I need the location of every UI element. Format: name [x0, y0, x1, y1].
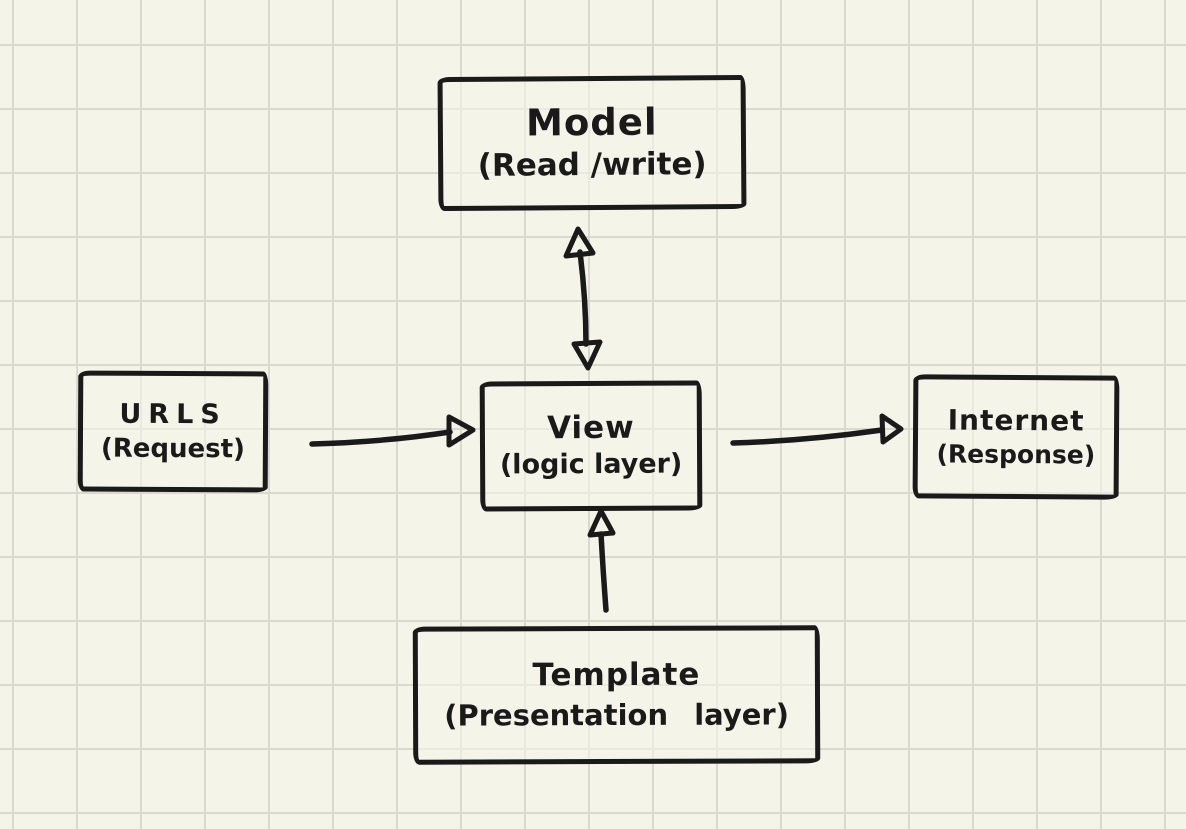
node-template-title: Template — [532, 656, 701, 694]
arrow-urls-view — [309, 414, 476, 448]
node-urls-title: URLS — [119, 398, 227, 430]
node-model-title: Model — [525, 100, 658, 145]
node-template: Template (Presentation layer) — [412, 625, 821, 765]
arrow-view-internet — [730, 413, 904, 446]
node-internet: Internet (Response) — [912, 374, 1120, 500]
node-urls: URLS (Request) — [77, 370, 269, 493]
node-internet-subtitle: (Response) — [936, 439, 1096, 470]
node-view-subtitle: (logic layer) — [499, 448, 683, 481]
node-view-title: View — [546, 409, 635, 447]
arrow-model-view — [563, 226, 603, 371]
node-model: Model (Read /write) — [437, 74, 747, 212]
node-view: View (logic layer) — [479, 380, 703, 512]
node-internet-title: Internet — [947, 403, 1085, 438]
node-template-subtitle: (Presentation layer) — [444, 697, 789, 733]
node-model-subtitle: (Read /write) — [477, 146, 707, 184]
arrow-template-view — [587, 508, 616, 613]
node-urls-subtitle: (Request) — [100, 433, 246, 464]
